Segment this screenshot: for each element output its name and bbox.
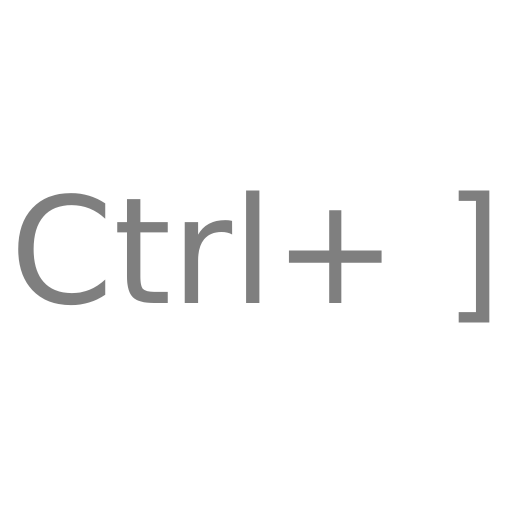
shortcut-label: Ctrl+ ] [10, 166, 502, 338]
